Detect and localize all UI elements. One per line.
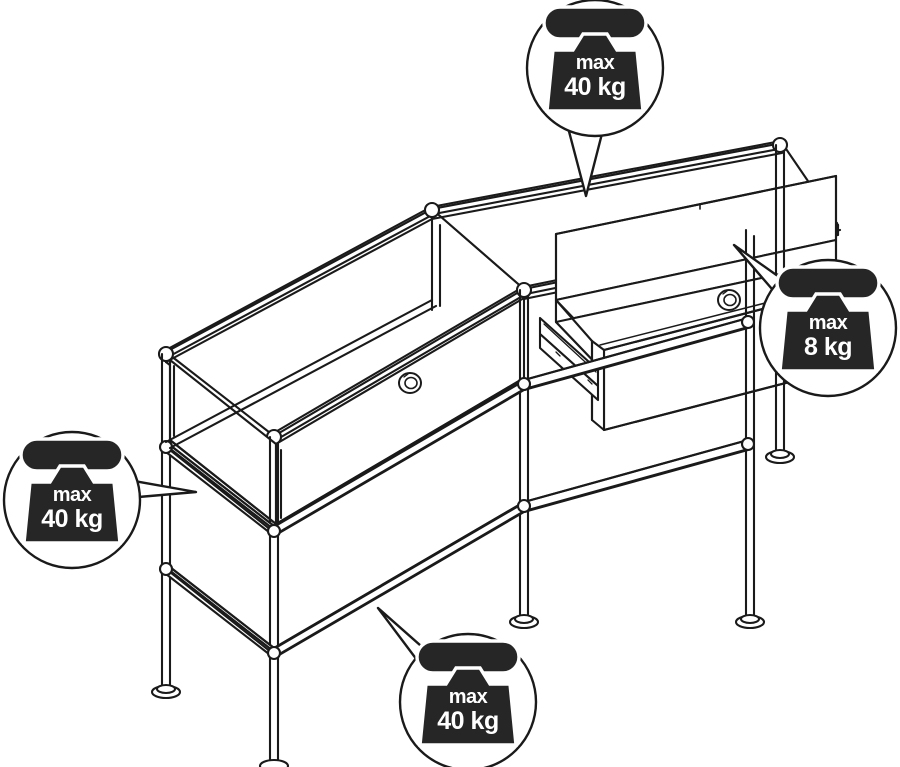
left-bay-side-rail [164, 217, 442, 364]
left-drawer [168, 296, 526, 526]
callout-value-label: 40 kg [564, 73, 625, 101]
bottom-shelf [158, 436, 756, 661]
middle-shelf [158, 314, 756, 539]
middle-shelf-rear-rail [164, 298, 438, 450]
callout-max-label: max [53, 484, 92, 506]
callout-max-label: max [809, 312, 848, 334]
callout-max-label: max [576, 52, 615, 74]
weight-icon [19, 437, 125, 545]
callout-value-label: 40 kg [437, 707, 498, 735]
drawer-knob [398, 372, 422, 394]
callout-value-label: 8 kg [804, 333, 852, 361]
furniture-illustration [150, 136, 842, 767]
callout-middle-shelf-load: max 40 kg [2, 430, 142, 570]
weight-icon [542, 5, 648, 113]
callout-drawer-load: max 8 kg [758, 258, 898, 398]
right-drawer-knob [717, 289, 741, 311]
weight-icon [775, 265, 881, 373]
leg-glide-group [150, 448, 796, 767]
weight-icon [415, 639, 521, 747]
callout-value-label: 40 kg [41, 505, 102, 533]
callout-max-label: max [449, 686, 488, 708]
center-posts [268, 288, 530, 767]
callout-bottom-shelf-load: max 40 kg [398, 632, 538, 767]
callout-top-shelf-load: max 40 kg [525, 0, 665, 138]
